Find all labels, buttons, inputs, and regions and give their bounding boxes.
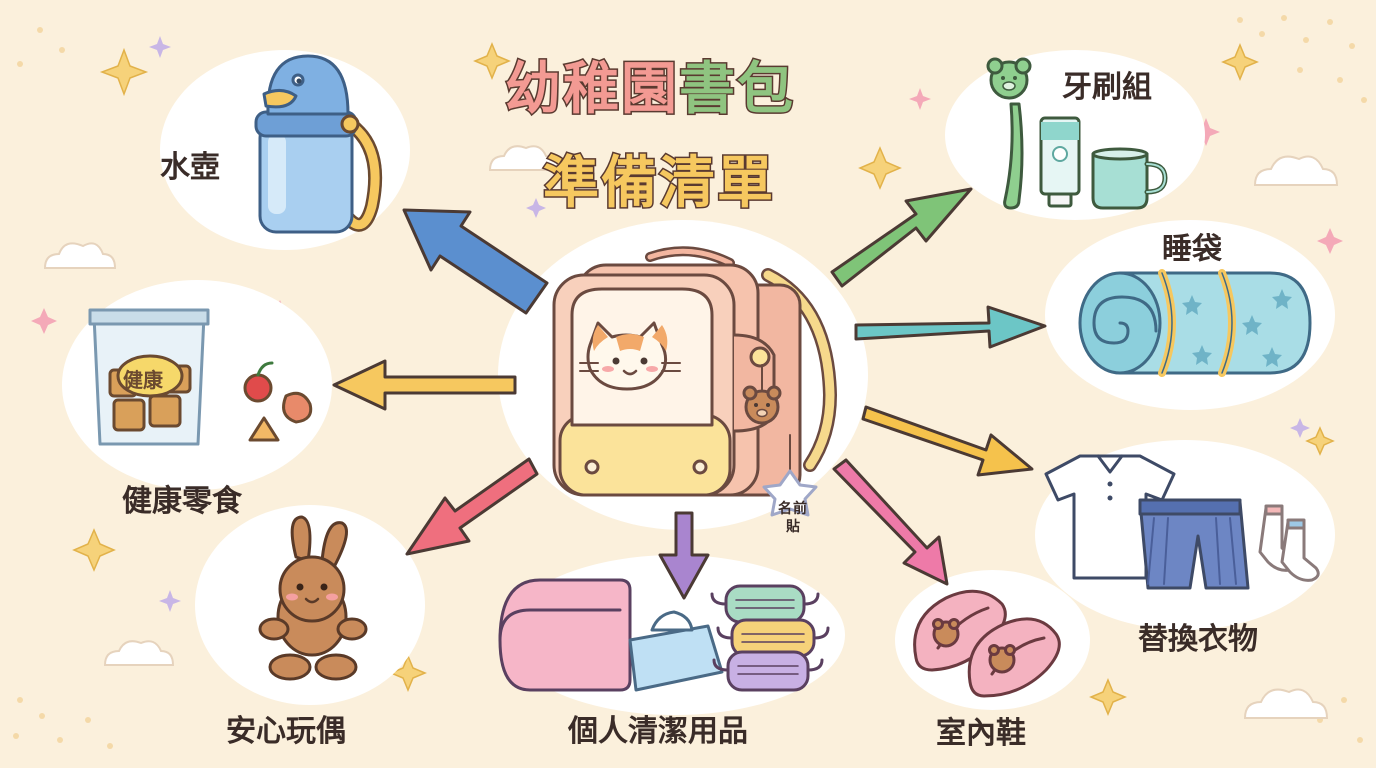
indoor-shoes-label: 室內鞋	[936, 716, 1026, 751]
change-clothes-label: 替換衣物	[1138, 622, 1258, 657]
name-tag-char: 貼	[786, 519, 800, 535]
arrow-to-shoes	[832, 458, 949, 586]
title-char: 準	[542, 150, 601, 218]
comfort-toy-label: 安心玩偶	[226, 714, 346, 749]
snack-bag-icon	[80, 300, 320, 460]
toothbrush-set-label: 牙刷組	[1062, 70, 1152, 105]
title-char: 稚	[562, 56, 621, 124]
sleeping-bag-label: 睡袋	[1162, 232, 1222, 267]
water-bottle-label: 水壺	[160, 150, 220, 185]
title-char: 幼	[504, 56, 563, 124]
water-bottle-icon	[250, 52, 390, 242]
sleeping-bag-icon	[1072, 255, 1322, 395]
bunny-plush-icon	[250, 515, 380, 697]
title-line-2: 準備清單	[542, 138, 775, 219]
title-char: 單	[716, 150, 775, 218]
arrow-to-clothes	[861, 405, 1034, 477]
title-char: 包	[736, 56, 795, 124]
title-line-1: 幼稚園書包	[504, 44, 795, 125]
hygiene-label: 個人清潔用品	[568, 714, 748, 749]
healthy-snacks-label: 健康零食	[122, 484, 242, 519]
title-char: 備	[600, 150, 659, 218]
hygiene-items-icon	[496, 570, 846, 700]
arrow-to-snacks	[332, 359, 517, 411]
snack-bag-text: 健康	[123, 368, 163, 392]
title-char: 園	[620, 56, 679, 124]
title-char: 清	[658, 150, 717, 218]
backpack-icon	[550, 235, 850, 555]
arrow-to-toothbrush	[830, 187, 973, 288]
arrow-to-sleeping-bag	[854, 305, 1047, 349]
title-char: 書	[678, 56, 737, 124]
name-tag-char: 名	[778, 501, 792, 517]
slippers-icon	[908, 578, 1078, 698]
name-tag-char: 前	[793, 501, 807, 517]
arrow-to-water-bottle	[402, 208, 549, 315]
toothbrush-set-icon	[975, 57, 1175, 218]
clothes-icon	[1040, 448, 1330, 598]
arrow-to-hygiene	[658, 511, 710, 600]
arrow-to-toy	[405, 457, 539, 556]
